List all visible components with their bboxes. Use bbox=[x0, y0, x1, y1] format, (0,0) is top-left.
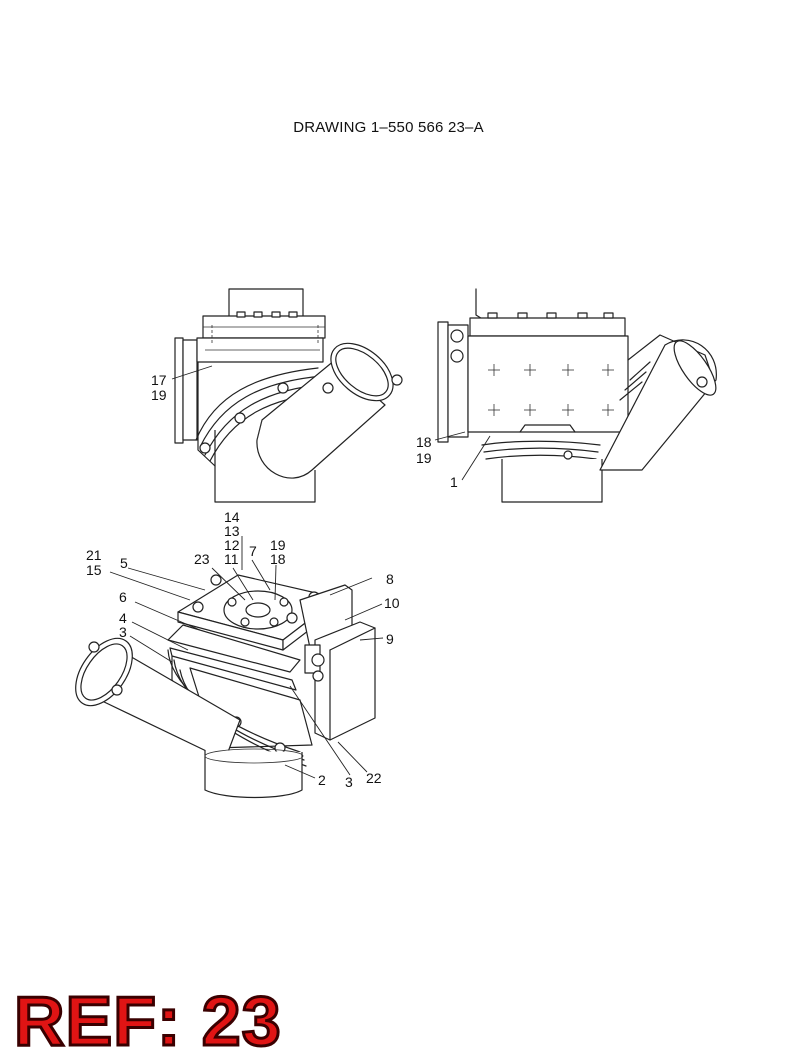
callout-label: 18 bbox=[270, 551, 286, 567]
callout-label: 8 bbox=[386, 571, 394, 587]
callout-label: 19 bbox=[151, 387, 167, 403]
ref-badge: REF: 23 bbox=[13, 982, 283, 1060]
callout-label: 5 bbox=[120, 555, 128, 571]
callout-label: 9 bbox=[386, 631, 394, 647]
callout-label: 18 bbox=[416, 434, 432, 450]
callout-label: 14 bbox=[224, 509, 240, 525]
callout-label: 13 bbox=[224, 523, 240, 539]
callout-label: 3 bbox=[345, 774, 353, 790]
callout-label: 7 bbox=[249, 543, 257, 559]
callout-label: 3 bbox=[119, 624, 127, 640]
callout-label: 12 bbox=[224, 537, 240, 553]
callout-label: 10 bbox=[384, 595, 400, 611]
callout-label: 6 bbox=[119, 589, 127, 605]
callout-label: 22 bbox=[366, 770, 382, 786]
callout-label: 11 bbox=[224, 551, 239, 567]
callout-label: 15 bbox=[86, 562, 102, 578]
drawing-title: DRAWING 1–550 566 23–A bbox=[293, 119, 484, 136]
callout-label: 4 bbox=[119, 610, 127, 626]
side-view-right bbox=[437, 288, 717, 503]
callout-label: 1 bbox=[450, 474, 458, 490]
side-view-left bbox=[174, 288, 403, 503]
callout-label: 21 bbox=[86, 547, 102, 563]
callout-label: 17 bbox=[151, 372, 167, 388]
callout-label: 23 bbox=[194, 551, 210, 567]
callout-label: 2 bbox=[318, 772, 326, 788]
callout-label: 19 bbox=[416, 450, 432, 466]
callout-labels: 17 19 18 19 1 14 13 12 11 23 7 19 18 21 … bbox=[86, 372, 458, 790]
isometric-view bbox=[75, 574, 376, 799]
leader-lines bbox=[109, 365, 491, 779]
callout-label: 19 bbox=[270, 537, 286, 553]
